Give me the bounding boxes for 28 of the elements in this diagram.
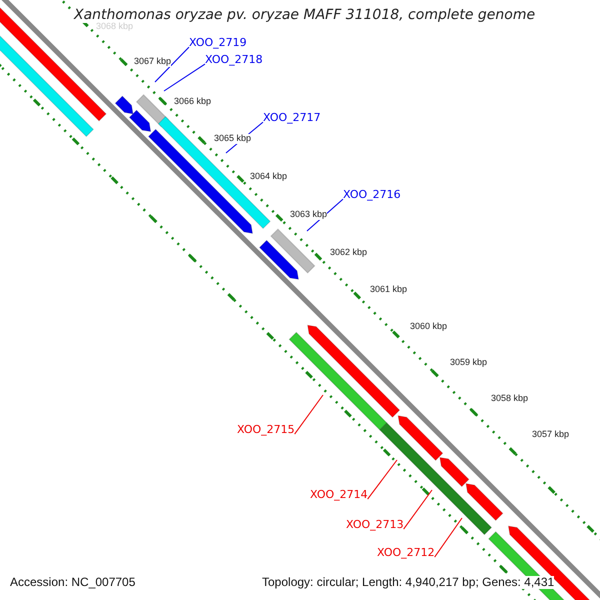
leader-line: [403, 490, 432, 530]
scale-label: 3058 kbp: [491, 394, 528, 404]
scale-label: 3057 kbp: [532, 430, 570, 440]
gene-label: XOO_2714: [310, 489, 368, 502]
leader-line: [294, 394, 324, 435]
gene-label: XOO_2713: [346, 519, 404, 532]
leader-line: [434, 518, 462, 558]
gene-label: XOO_2716: [343, 189, 401, 202]
gene-label: XOO_2715: [237, 424, 295, 436]
gene-label: XOO_2719: [189, 37, 247, 50]
leader-line: [154, 46, 190, 82]
scale-label: 3060 kbp: [410, 322, 448, 332]
gene-label: XOO_2717: [263, 112, 321, 124]
scale-label: 3066 kbp: [174, 97, 212, 107]
footer-text: Accession: NC_007705: [10, 576, 136, 590]
gene-label: XOO_2712: [377, 547, 435, 560]
scale-label: 3061 kbp: [370, 285, 408, 295]
scale-label: 3067 kbp: [134, 57, 172, 67]
scale-label: 3062 kbp: [330, 248, 368, 258]
title: Xanthomonas oryzae pv. oryzae MAFF 311018, complete genome: [72, 8, 538, 24]
scale-label: 3059 kbp: [450, 358, 488, 368]
scale-label: 3064 kbp: [250, 172, 288, 182]
leader-line: [164, 64, 206, 92]
leader-line: [367, 460, 398, 500]
gene-label: XOO_2718: [205, 54, 263, 66]
footer-text: Topology: circular; Length: 4,940,217 bp; Genes: 4,431: [262, 576, 554, 590]
scale-label: 3065 kbp: [214, 134, 252, 144]
scale-label: 3063 kbp: [290, 210, 328, 220]
